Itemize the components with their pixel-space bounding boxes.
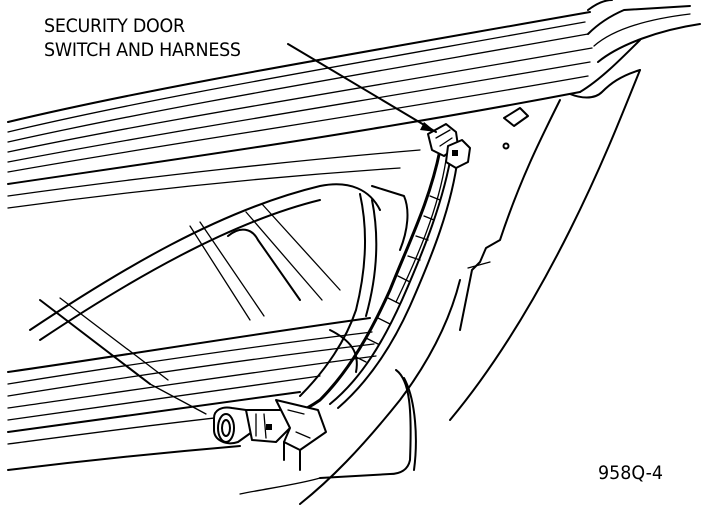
- callout-line-2: SWITCH AND HARNESS: [44, 39, 241, 61]
- lower-door-panel: [7, 297, 377, 471]
- upper-trim-panel: [7, 11, 641, 209]
- door-edge: [239, 279, 461, 505]
- callout-label: SECURITY DOOR SWITCH AND HARNESS: [44, 14, 283, 62]
- window-opening: [29, 183, 409, 341]
- callout-line-1: SECURITY DOOR: [44, 15, 185, 37]
- figure-number: 958Q-4: [598, 462, 664, 484]
- leader-line: [287, 43, 437, 133]
- pillar-structure: [449, 0, 701, 421]
- pillar-clip: [503, 107, 529, 127]
- harness-connector: [213, 399, 327, 471]
